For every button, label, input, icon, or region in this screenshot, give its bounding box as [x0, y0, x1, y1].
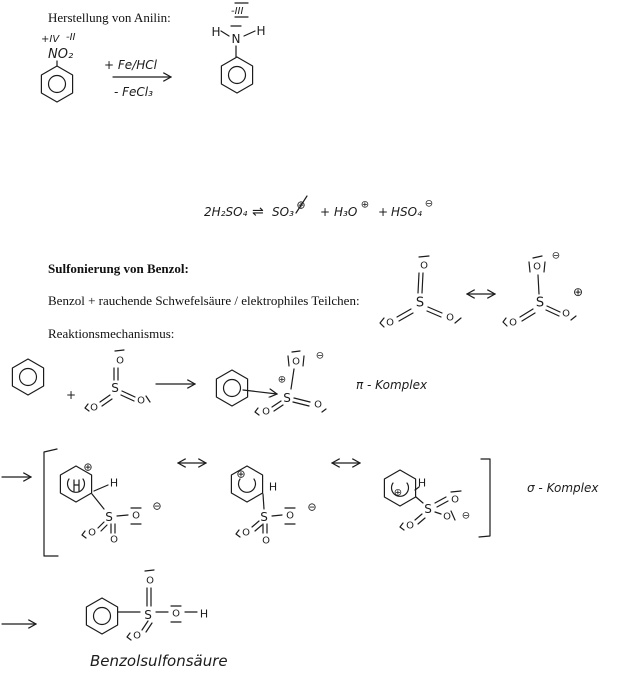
- oxidation-number-o: -II: [66, 32, 76, 43]
- bracket-right: [478, 458, 491, 538]
- equation-reactant: 2H₂SO₄: [204, 205, 248, 219]
- sigma-complex-label: σ - Komplex: [527, 481, 599, 495]
- pi-complex-positive-charge: ⊕: [278, 375, 286, 386]
- product-oxygen-left: O: [133, 631, 141, 642]
- sigma-a-sulfur: S: [105, 510, 113, 524]
- so3-2-bonds: [502, 255, 577, 327]
- so3-1-oxygen-right: O: [446, 313, 454, 324]
- equation-plus-1: +: [320, 205, 330, 219]
- sulfonation-section-title: Sulfonierung von Benzol:: [48, 261, 189, 276]
- sigma-b-oxygen-right: O: [286, 511, 294, 522]
- sigma-b-oxygen-bottom: O: [262, 536, 270, 547]
- sigma-b-oxygen-left: O: [242, 528, 250, 539]
- sigma-a-negative-charge: ⊖: [152, 500, 161, 513]
- product-oxygen-hydroxy: O: [172, 609, 180, 620]
- sigma-b-negative-charge: ⊖: [307, 501, 316, 514]
- reagent-remove: - FeCl₃: [114, 85, 153, 99]
- sigma-c-oxygen-left: O: [406, 521, 414, 532]
- pi-complex-negative-charge: ⊖: [316, 351, 324, 362]
- sigma-a-bonds: [81, 484, 142, 539]
- bracket-left: [43, 448, 59, 557]
- roman-numeral-bars: [234, 2, 249, 18]
- sigma-a-hydrogen: H: [110, 477, 118, 490]
- benzene-ring-reactant: [11, 358, 45, 396]
- pi-complex-oxygen-top: O: [292, 357, 300, 368]
- hydronium-positive-charge: ⊕: [361, 200, 369, 211]
- sigma-b-positive-charge: ⊕: [236, 468, 245, 481]
- aniline-bonds: [220, 25, 256, 58]
- anilin-section-title: Herstellung von Anilin:: [48, 10, 171, 25]
- pi-complex-oxygen-left: O: [262, 407, 270, 418]
- pi-complex-oxygen-right: O: [314, 400, 322, 411]
- product-name: Benzolsulfonsäure: [90, 652, 228, 670]
- oxidation-number-aniline-n: -III: [231, 6, 244, 17]
- pi-complex-bonds: [254, 350, 327, 416]
- equation-product-so3: SO₃: [272, 205, 294, 219]
- reactant-so3-oxygen-right: O: [137, 396, 145, 407]
- reactant-so3-sulfur: S: [111, 381, 119, 395]
- so3-1-bonds: [379, 255, 462, 328]
- sigma-c-bonds: [399, 486, 462, 531]
- electrophile-line: Benzol + rauchende Schwefelsäure / elekt…: [48, 293, 360, 308]
- benzene-ring-pi-complex: [215, 369, 249, 407]
- sigma-c-negative-charge: ⊖: [462, 511, 470, 522]
- product-sulfur: S: [144, 608, 152, 622]
- sigma-c-hydrogen: H: [418, 477, 426, 490]
- sigma-b-hydrogen: H: [269, 481, 277, 494]
- equation-product-h3o: H₃O: [334, 205, 357, 219]
- equilibrium-arrow: ⇌: [252, 204, 264, 220]
- product-bonds: [117, 569, 198, 641]
- equation-plus-2: +: [378, 205, 388, 219]
- benzene-ring-nitrobenzene: [40, 65, 74, 103]
- so3-1-oxygen-left: O: [386, 318, 394, 329]
- so3-1-sulfur: S: [416, 296, 424, 311]
- sigma-b-sulfur: S: [260, 510, 268, 524]
- so3-2-oxygen-right: O: [562, 309, 570, 320]
- sigma-b-bonds: [235, 493, 296, 538]
- reactant-so3-oxygen-left: O: [90, 403, 98, 414]
- pi-interaction-arrow: [242, 390, 277, 394]
- pi-complex-sulfur: S: [283, 391, 291, 405]
- product-hydrogen: H: [200, 608, 208, 621]
- mechanism-label: Reaktionsmechanismus:: [48, 326, 174, 341]
- aniline-hydrogen-left: H: [211, 25, 220, 39]
- oxidation-number-n: +IV: [41, 34, 60, 45]
- sigma-c-oxygen-top: O: [451, 495, 459, 506]
- charge-strike-line: [295, 195, 308, 214]
- product-oxygen-top: O: [146, 576, 154, 587]
- reactant-so3-bonds: [84, 349, 151, 412]
- sigma-a-oxygen-bottom: O: [110, 535, 118, 546]
- reactant-so3-oxygen-top: O: [116, 356, 124, 367]
- so3-2-oxygen-top: O: [533, 262, 541, 273]
- so3-2-negative-charge: ⊖: [552, 251, 560, 262]
- aniline-hydrogen-right: H: [256, 24, 265, 38]
- reagent-add: + Fe/HCl: [104, 58, 158, 72]
- sigma-a-positive-charge: ⊕: [83, 461, 92, 474]
- overwritten-mark: [73, 479, 80, 492]
- so3-1-oxygen-top: O: [420, 261, 428, 272]
- so3-2-oxygen-left: O: [509, 318, 517, 329]
- plus-sign: +: [66, 388, 76, 402]
- pi-complex-label: π - Komplex: [356, 378, 428, 392]
- hydrogensulfate-negative-charge: ⊖: [425, 199, 433, 210]
- equation-product-hso4: HSO₄: [391, 205, 422, 219]
- sigma-a-oxygen-right: O: [132, 511, 140, 522]
- so3-2-positive-charge: ⊕: [573, 285, 583, 299]
- sigma-c-sulfur: S: [424, 502, 432, 516]
- sigma-a-oxygen-left: O: [88, 528, 96, 539]
- benzene-ring-product: [85, 597, 119, 635]
- nitro-group: NO₂: [48, 47, 73, 62]
- so3-2-sulfur: S: [536, 296, 544, 311]
- sigma-c-positive-charge: ⊕: [394, 488, 402, 499]
- aniline-nitrogen: N: [232, 32, 241, 46]
- sigma-c-oxygen-right: O: [443, 512, 451, 523]
- benzene-ring-aniline: [220, 56, 254, 94]
